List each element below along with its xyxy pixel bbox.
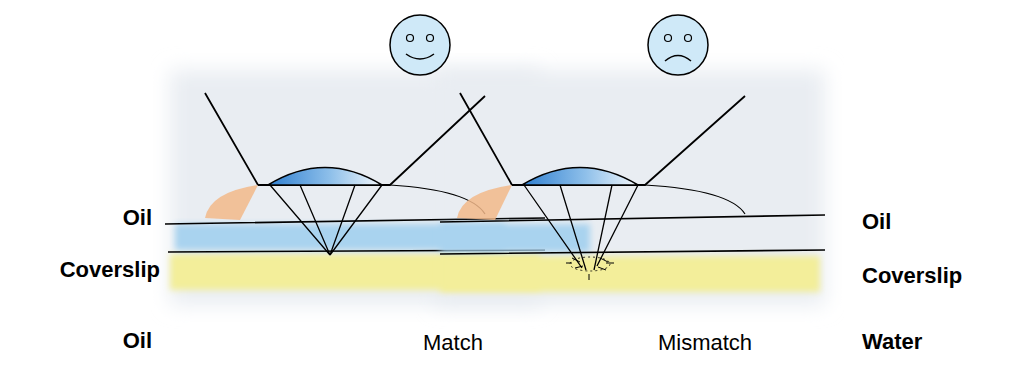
front-lens [268, 168, 382, 186]
aberration-blur [570, 257, 610, 271]
oil-drop [205, 185, 258, 220]
mismatch-sketch [440, 93, 825, 292]
medium-label: Oil [862, 209, 891, 235]
panel-caption: Mismatch [658, 330, 752, 356]
objective-outline [460, 93, 745, 185]
medium-label: Coverslip [862, 263, 962, 289]
happy-face [390, 15, 450, 75]
medium-label: Coverslip [60, 257, 160, 283]
medium-label: Water [862, 329, 922, 355]
sketch-background [435, 70, 825, 305]
light-ray [270, 185, 382, 255]
aberration-blur [566, 258, 614, 280]
front-lens [522, 168, 638, 186]
oil-drop [457, 185, 512, 220]
objective-outline [205, 93, 485, 185]
oil-meniscus [645, 185, 745, 214]
medium-label: Oil [123, 328, 152, 354]
panel-caption: Match [423, 330, 483, 356]
interface-line [440, 215, 825, 254]
coverslip-layer [440, 256, 820, 292]
sad-face [648, 15, 708, 75]
light-ray [524, 185, 638, 270]
medium-label: Oil [123, 205, 152, 231]
